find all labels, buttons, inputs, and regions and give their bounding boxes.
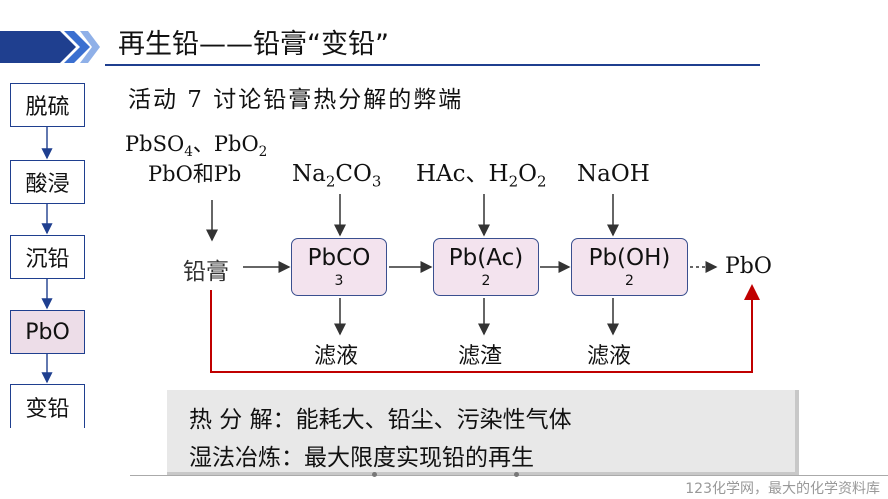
process-main-label: PbCO bbox=[307, 245, 371, 271]
sidebar-step-acid-leaching[interactable]: 酸浸 bbox=[10, 160, 85, 204]
filtrate-label: 滤液 bbox=[587, 344, 632, 369]
conclusion-thermal: 热 分 解：能耗大、铅尘、污染性气体 bbox=[189, 407, 572, 433]
footer-dot bbox=[514, 472, 519, 477]
footer-divider bbox=[130, 475, 888, 476]
process-main-label: Pb(Ac) bbox=[448, 245, 524, 271]
sidebar-step-to-lead[interactable]: 变铅 bbox=[10, 384, 85, 428]
sidebar-step-desulfurization[interactable]: 脱硫 bbox=[10, 83, 85, 127]
conclusion-hydro: 湿法冶炼：最大限度实现铅的再生 bbox=[189, 445, 534, 471]
process-box-pb-oh2: Pb(OH) 2 bbox=[571, 238, 688, 296]
sidebar-step-lead-precipitation[interactable]: 沉铅 bbox=[10, 235, 85, 279]
reagent-naoh: NaOH bbox=[577, 161, 650, 187]
product-pbo: PbO bbox=[725, 254, 772, 279]
process-sub-label: 2 bbox=[625, 273, 634, 289]
sidebar-step-label: 酸浸 bbox=[25, 172, 70, 197]
conclusion-box: 热 分 解：能耗大、铅尘、污染性气体 湿法冶炼：最大限度实现铅的再生 bbox=[167, 390, 799, 476]
source-node-lead-paste: 铅膏 bbox=[183, 259, 229, 285]
sidebar-step-pbo[interactable]: PbO bbox=[10, 310, 85, 354]
sidebar-step-label: 沉铅 bbox=[25, 247, 70, 272]
filtrate-label: 滤液 bbox=[314, 344, 359, 369]
page-title: 再生铅——铅膏“变铅” bbox=[118, 29, 389, 60]
activity-heading: 活动 7 讨论铅膏热分解的弊端 bbox=[128, 87, 464, 113]
process-box-pb-ac2: Pb(Ac) 2 bbox=[433, 238, 539, 296]
reagent-na2co3: Na2CO3 bbox=[292, 161, 382, 191]
title-divider bbox=[105, 64, 760, 66]
sidebar-step-label: 脱硫 bbox=[25, 95, 70, 120]
process-main-label: Pb(OH) bbox=[588, 245, 671, 271]
raw-materials-line2: PbO和Pb bbox=[148, 162, 242, 186]
residue-label: 滤渣 bbox=[458, 344, 503, 369]
process-sub-label: 2 bbox=[481, 273, 491, 289]
process-box-pbco3: PbCO 3 bbox=[291, 238, 387, 296]
process-sub-label: 3 bbox=[334, 273, 344, 289]
sidebar-step-label: PbO bbox=[25, 319, 70, 345]
sidebar-step-label: 变铅 bbox=[25, 396, 70, 422]
reagent-hac-h2o2: HAc、H2O2 bbox=[416, 161, 547, 191]
header-chevron-icon bbox=[0, 31, 100, 63]
watermark: 123化学网，最大的化学资料库 bbox=[685, 481, 880, 497]
raw-materials-line1: PbSO4、PbO2 bbox=[125, 132, 268, 161]
footer-dot bbox=[372, 472, 377, 477]
